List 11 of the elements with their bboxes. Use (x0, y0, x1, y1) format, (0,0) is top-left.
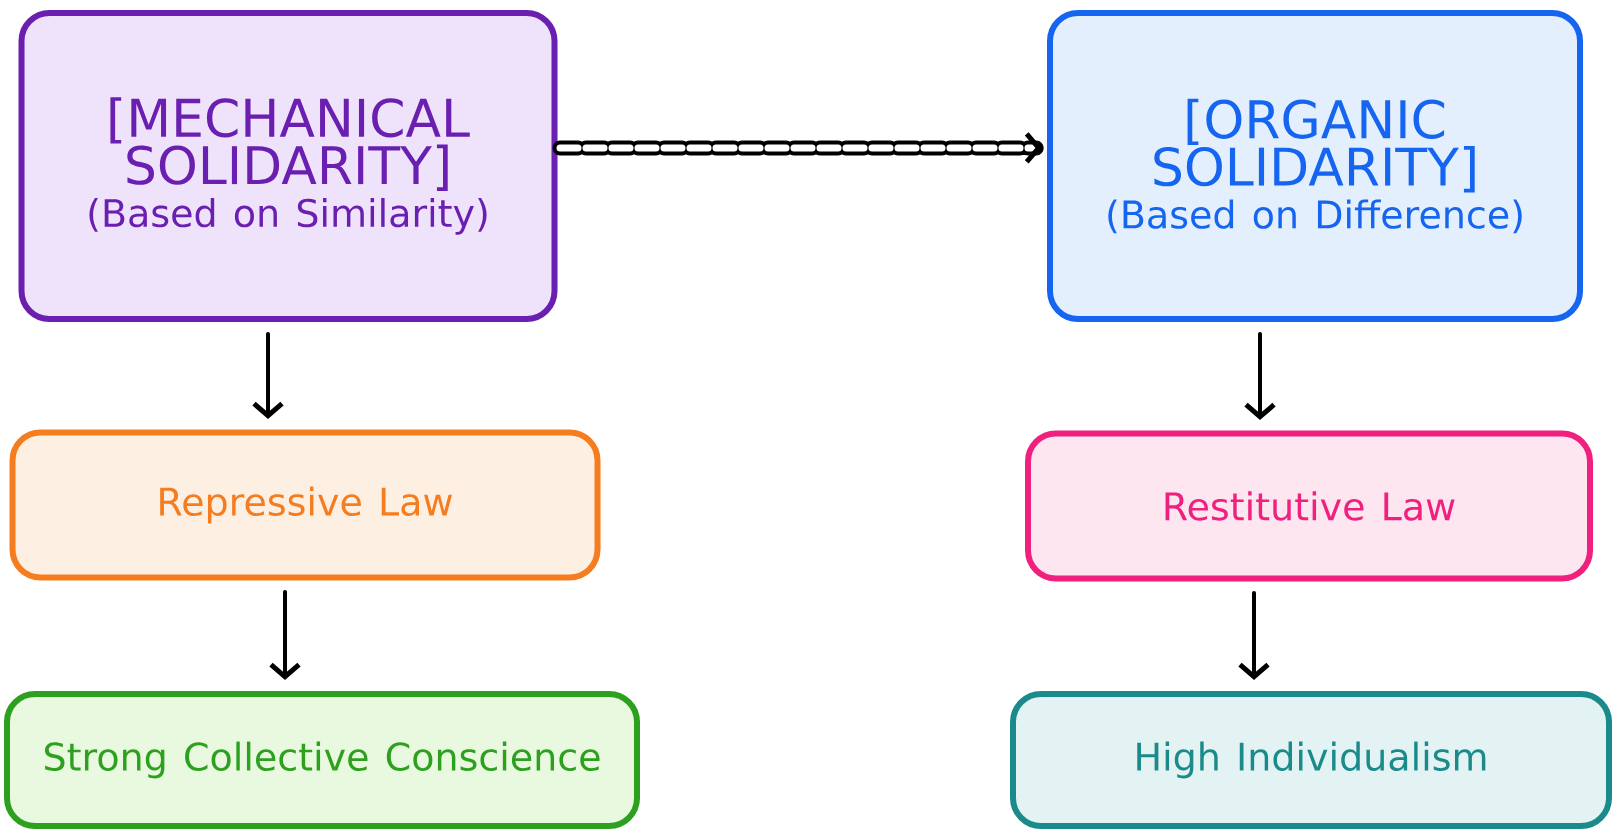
concept-box: Restitutive Law (1025, 430, 1593, 582)
concept-box: Strong Collective Conscience (4, 691, 640, 829)
concept-box: Repressive Law (9, 429, 601, 581)
arrow (269, 590, 301, 680)
solidarity-box: [ORGANIC SOLIDARITY] (Based on Difference) (1047, 10, 1583, 322)
arrow (1244, 332, 1276, 420)
arrow (1238, 591, 1270, 680)
concept-box: High Individualism (1010, 691, 1612, 829)
arrow (552, 132, 1044, 164)
solidarity-box: [MECHANICAL SOLIDARITY] (Based on Similarity) (18, 10, 558, 322)
arrow (252, 332, 284, 419)
